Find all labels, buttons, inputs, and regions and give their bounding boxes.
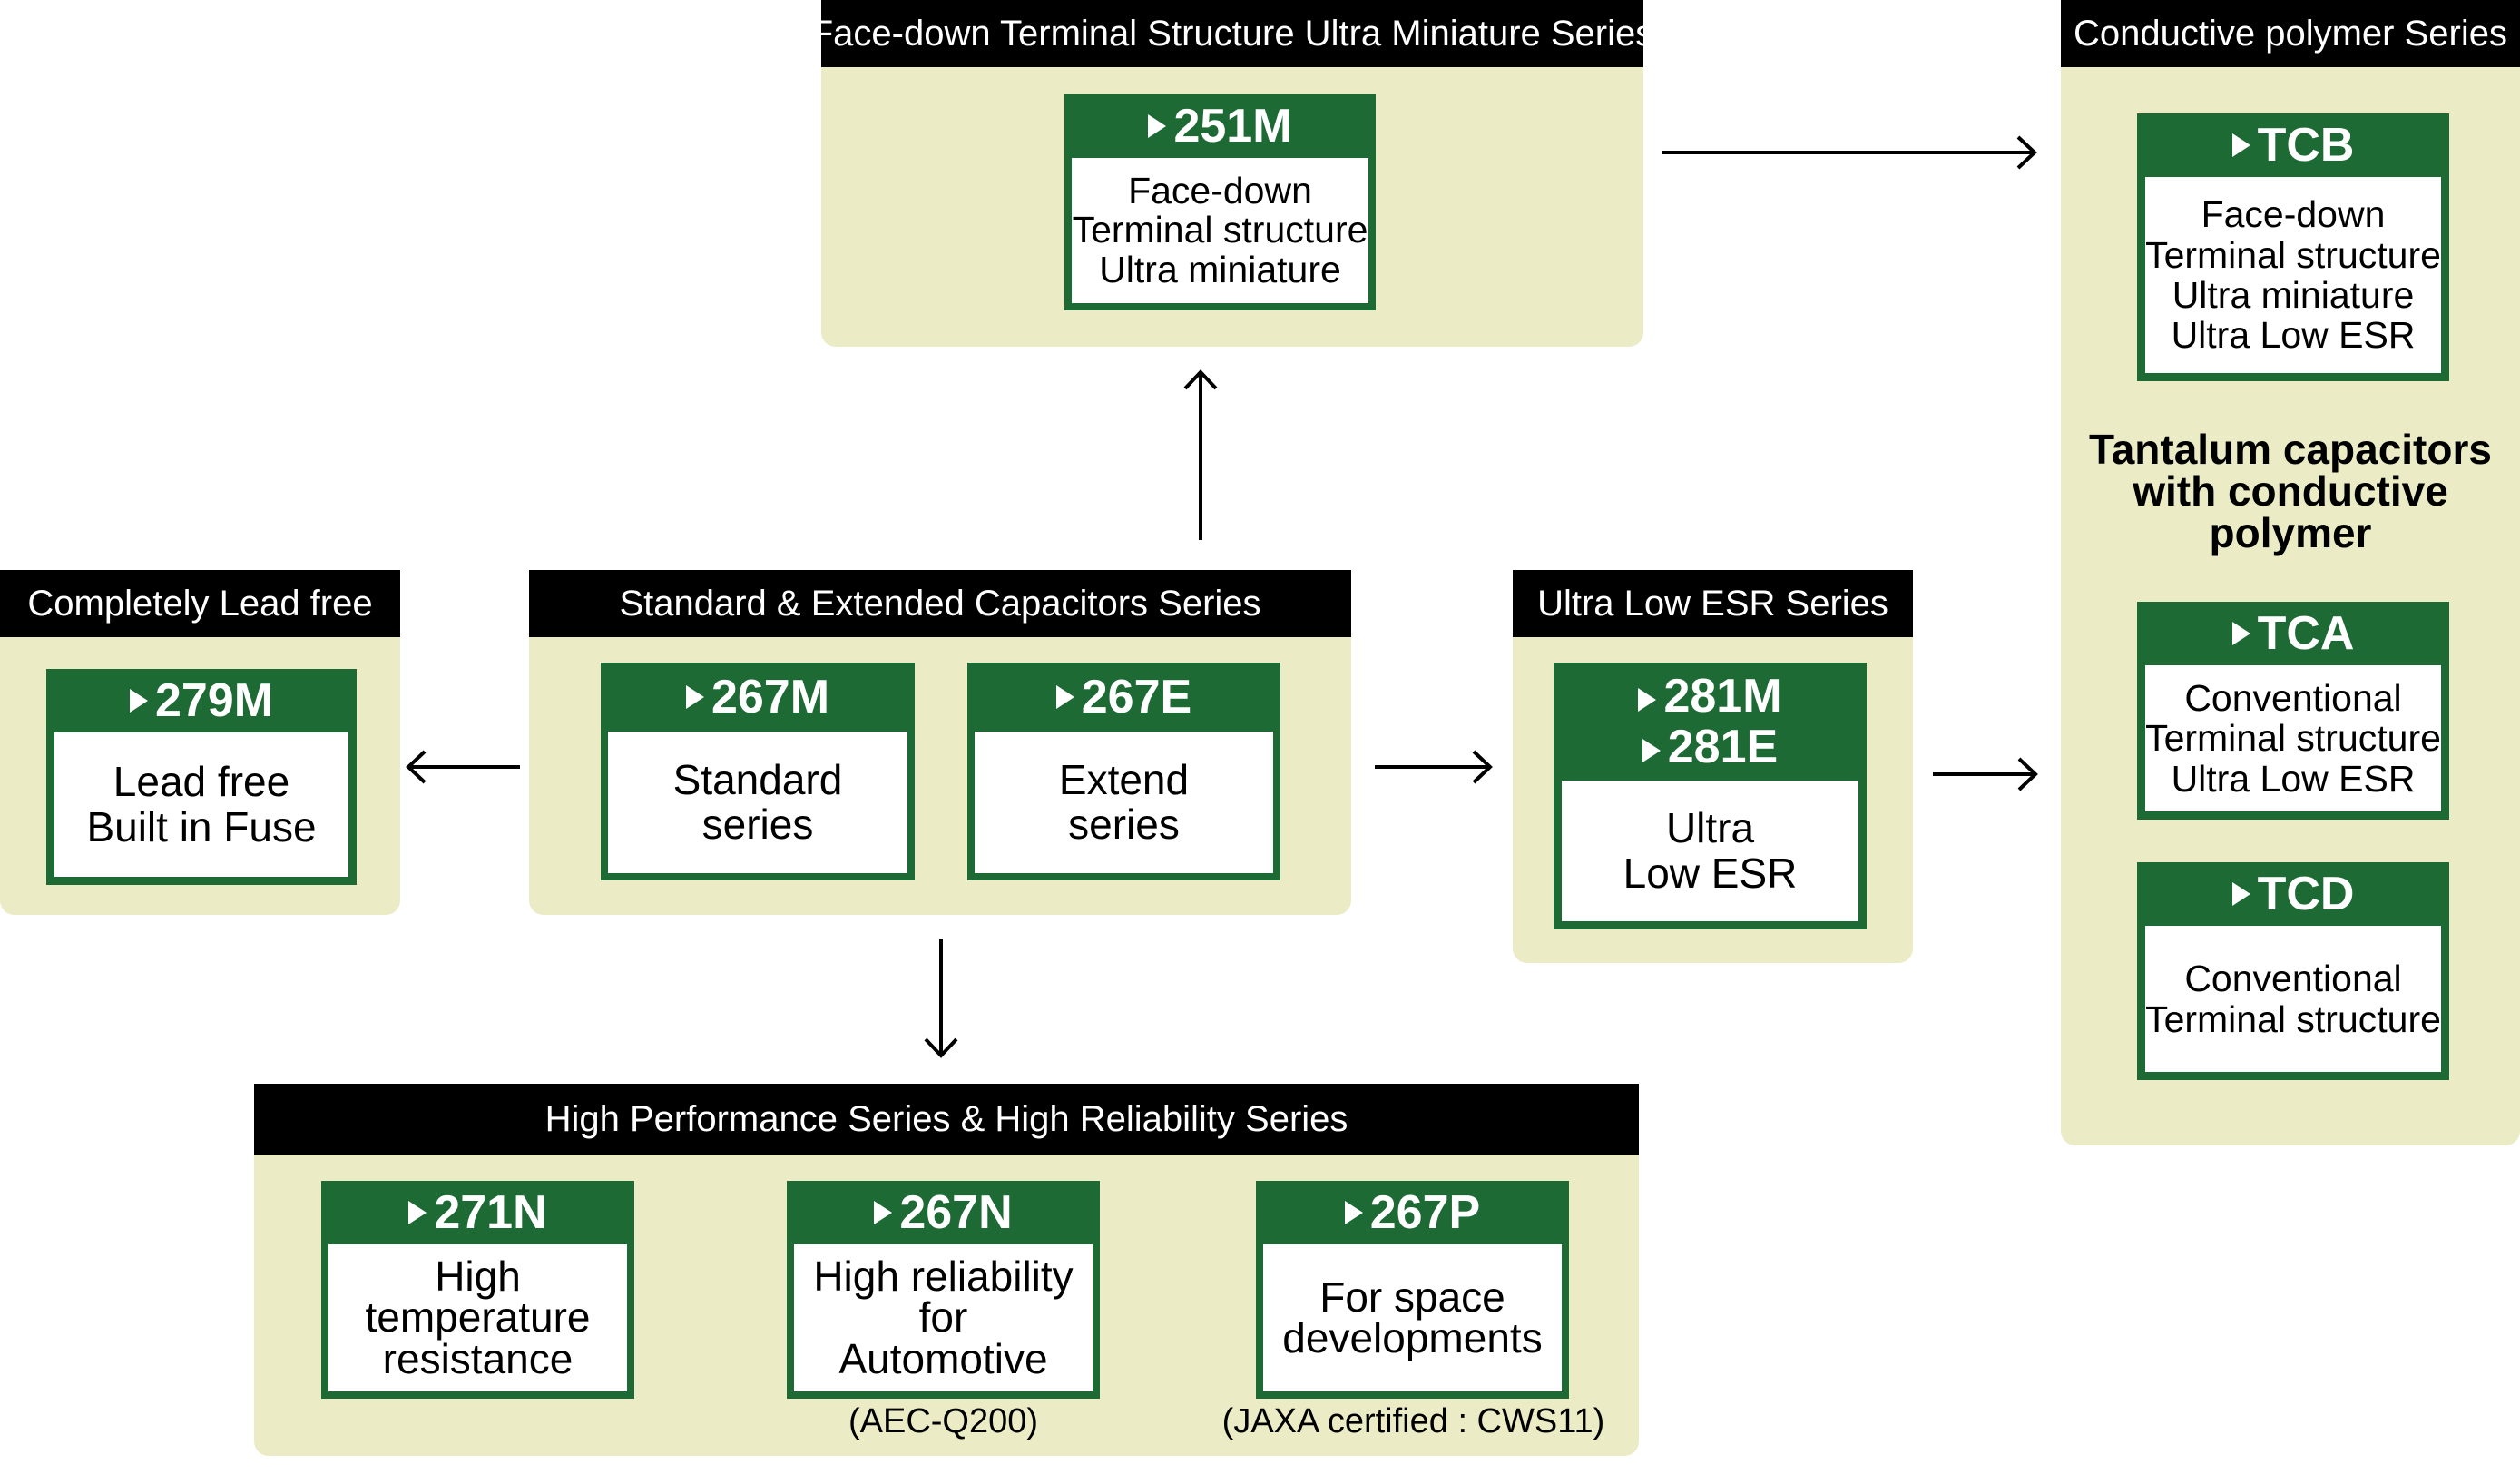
face-down-series-title: Face-down Terminal Structure Ultra Minia… xyxy=(811,0,1653,67)
card-tcb[interactable]: TCB Face-down Terminal structure Ultra m… xyxy=(2137,113,2449,381)
card-267m-body: Standard series xyxy=(608,732,907,873)
high-performance-title: High Performance Series & High Reliabili… xyxy=(254,1084,1639,1155)
code-281m: 281M xyxy=(1638,671,1782,722)
code-281e: 281E xyxy=(1642,722,1778,772)
card-tca-body: Conventional Terminal structure Ultra Lo… xyxy=(2145,665,2441,811)
card-267m[interactable]: 267M Standard series xyxy=(601,663,915,880)
card-279m-body: Lead free Built in Fuse xyxy=(54,732,348,877)
conductive-polymer-title: Conductive polymer Series xyxy=(2061,0,2520,67)
card-267p-code: 267P xyxy=(1256,1181,1569,1244)
play-triangle-icon xyxy=(1638,687,1657,712)
card-267n[interactable]: 267N High reliability for Automotive xyxy=(787,1181,1100,1399)
card-267e-body: Extend series xyxy=(975,732,1273,873)
card-251m-body: Face-down Terminal structure Ultra minia… xyxy=(1072,158,1368,303)
card-281m-281e[interactable]: 281M 281E Ultra Low ESR xyxy=(1554,663,1867,929)
card-281-codes: 281M 281E xyxy=(1554,663,1867,781)
card-279m[interactable]: 279M Lead free Built in Fuse xyxy=(46,669,357,885)
play-triangle-icon xyxy=(2231,882,2250,906)
card-267m-code: 267M xyxy=(601,663,915,732)
standard-extended-title: Standard & Extended Capacitors Series xyxy=(529,570,1351,637)
card-251m[interactable]: 251M Face-down Terminal structure Ultra … xyxy=(1064,94,1376,310)
polymer-description: Tantalum capacitors with conductive poly… xyxy=(2089,426,2492,556)
play-triangle-icon xyxy=(129,689,148,713)
play-triangle-icon xyxy=(408,1201,427,1224)
card-271n-body: High temperature resistance xyxy=(328,1244,627,1391)
card-279m-code: 279M xyxy=(46,669,357,732)
card-267p[interactable]: 267P For space developments xyxy=(1256,1181,1569,1399)
play-triangle-icon xyxy=(1344,1201,1363,1224)
jaxa-note: (JAXA certified : CWS11) xyxy=(1221,1402,1605,1440)
card-tca[interactable]: TCA Conventional Terminal structure Ultr… xyxy=(2137,602,2449,820)
card-tcd[interactable]: TCD Conventional Terminal structure xyxy=(2137,862,2449,1080)
play-triangle-icon xyxy=(685,685,704,709)
play-triangle-icon xyxy=(1642,739,1661,762)
play-triangle-icon xyxy=(1055,685,1074,709)
card-tca-code: TCA xyxy=(2137,602,2449,665)
lead-free-title: Completely Lead free xyxy=(0,570,400,637)
play-triangle-icon xyxy=(2231,622,2250,645)
card-267n-code: 267N xyxy=(787,1181,1100,1244)
card-271n-code: 271N xyxy=(321,1181,634,1244)
card-271n[interactable]: 271N High temperature resistance xyxy=(321,1181,634,1399)
ultra-low-esr-title: Ultra Low ESR Series xyxy=(1513,570,1913,637)
card-267p-body: For space developments xyxy=(1263,1244,1562,1391)
card-267e-code: 267E xyxy=(967,663,1280,732)
card-tcd-body: Conventional Terminal structure xyxy=(2145,926,2441,1072)
card-267e[interactable]: 267E Extend series xyxy=(967,663,1280,880)
card-281-body: Ultra Low ESR xyxy=(1562,781,1858,921)
card-tcd-code: TCD xyxy=(2137,862,2449,926)
card-267n-body: High reliability for Automotive xyxy=(794,1244,1093,1391)
play-triangle-icon xyxy=(1148,114,1167,138)
play-triangle-icon xyxy=(874,1201,893,1224)
play-triangle-icon xyxy=(2231,133,2250,157)
card-tcb-body: Face-down Terminal structure Ultra minia… xyxy=(2145,177,2441,373)
card-251m-code: 251M xyxy=(1064,94,1376,158)
aec-q200-note: (AEC-Q200) xyxy=(848,1402,1039,1440)
card-tcb-code: TCB xyxy=(2137,113,2449,177)
